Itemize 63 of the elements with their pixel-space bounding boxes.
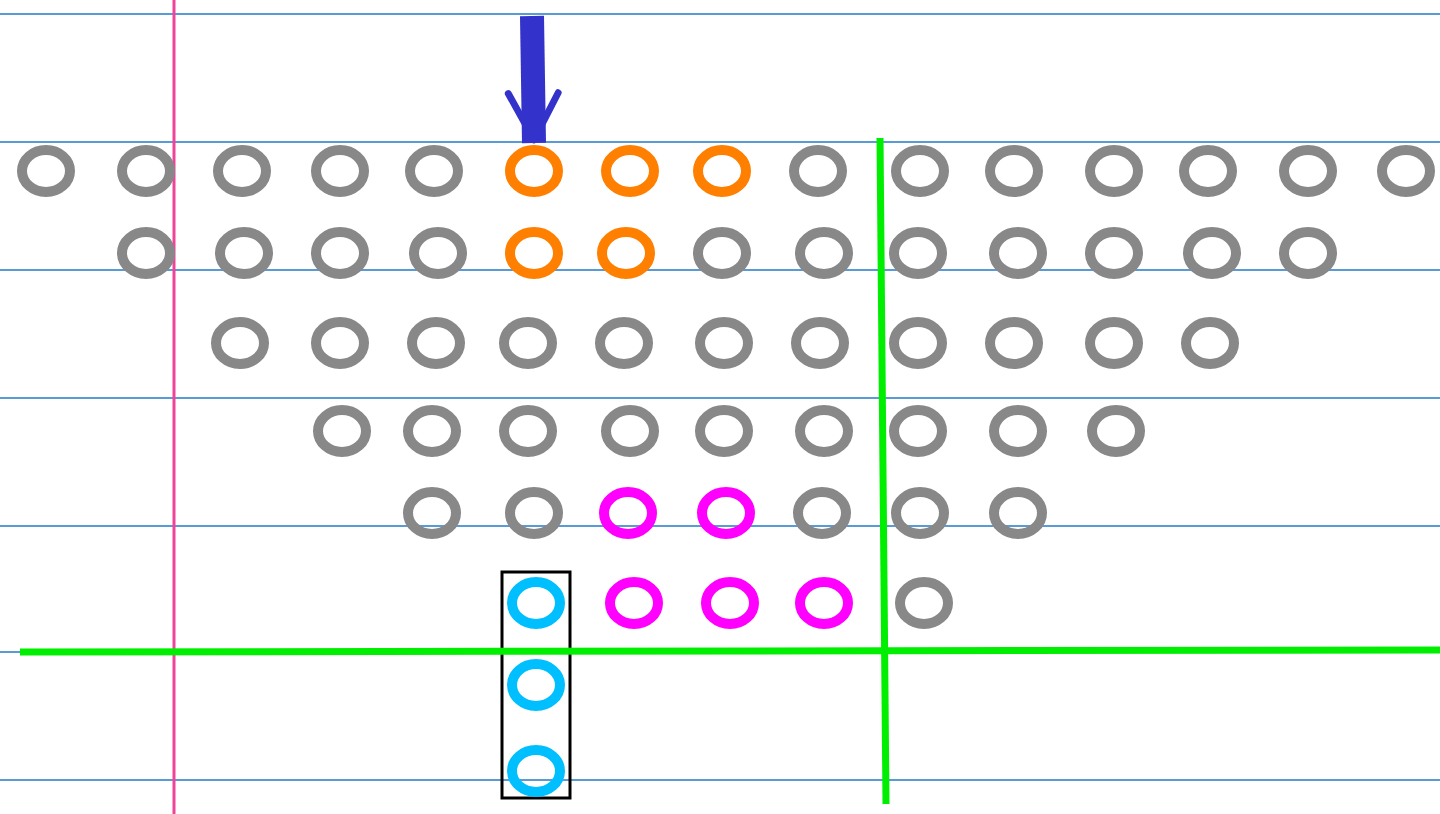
circle-node xyxy=(988,403,1048,457)
circle-node xyxy=(1180,315,1240,369)
circle-node xyxy=(406,315,466,369)
circle-node xyxy=(210,315,270,369)
circle-node xyxy=(696,485,756,539)
circle-node xyxy=(894,575,954,629)
circle-node xyxy=(794,575,854,629)
circle-node xyxy=(988,485,1048,539)
circle-node xyxy=(312,403,372,457)
circle-node xyxy=(984,315,1044,369)
circle-node xyxy=(498,315,558,369)
circle-node xyxy=(402,485,462,539)
circle-node xyxy=(212,143,272,197)
circle-node xyxy=(1278,143,1338,197)
circle-node xyxy=(1278,225,1338,279)
circle-node xyxy=(1084,143,1144,197)
circle-node xyxy=(16,143,76,197)
circle-node xyxy=(504,143,564,197)
circle-node xyxy=(1084,315,1144,369)
circle-node xyxy=(600,143,660,197)
circle-node xyxy=(214,225,274,279)
circle-node xyxy=(402,403,462,457)
circle-node xyxy=(692,143,752,197)
circle-node xyxy=(1086,403,1146,457)
circle-node xyxy=(498,403,558,457)
circle-node xyxy=(604,575,664,629)
circle-node xyxy=(310,143,370,197)
circle-node xyxy=(310,315,370,369)
circle-node xyxy=(408,225,468,279)
circle-node xyxy=(600,403,660,457)
arrow xyxy=(504,15,562,144)
circle-node xyxy=(504,225,564,279)
circle-node xyxy=(506,743,566,797)
circle-node xyxy=(1084,225,1144,279)
circle-node xyxy=(116,143,176,197)
circle-node xyxy=(504,485,564,539)
circle-node xyxy=(888,315,948,369)
circle-node xyxy=(116,225,176,279)
circle-node xyxy=(1376,143,1436,197)
circle-node xyxy=(310,225,370,279)
circle-node xyxy=(1182,225,1242,279)
circle-node xyxy=(594,315,654,369)
circle-node xyxy=(794,403,854,457)
circle-node xyxy=(700,575,760,629)
circle-node xyxy=(598,485,658,539)
circle-node xyxy=(792,485,852,539)
circle-node xyxy=(404,143,464,197)
circle-node xyxy=(890,485,950,539)
circle-node xyxy=(596,225,656,279)
circle-node xyxy=(888,403,948,457)
circle-node xyxy=(506,657,566,711)
circle-node xyxy=(694,315,754,369)
circle-node xyxy=(984,143,1044,197)
circle-node xyxy=(788,143,848,197)
circle-node xyxy=(794,225,854,279)
circle-node xyxy=(1178,143,1238,197)
circle-node xyxy=(790,315,850,369)
circle-node xyxy=(694,403,754,457)
circle-node xyxy=(692,225,752,279)
circle-node xyxy=(988,225,1048,279)
circle-node xyxy=(890,143,950,197)
circle-node xyxy=(888,225,948,279)
circle-node xyxy=(506,575,566,629)
